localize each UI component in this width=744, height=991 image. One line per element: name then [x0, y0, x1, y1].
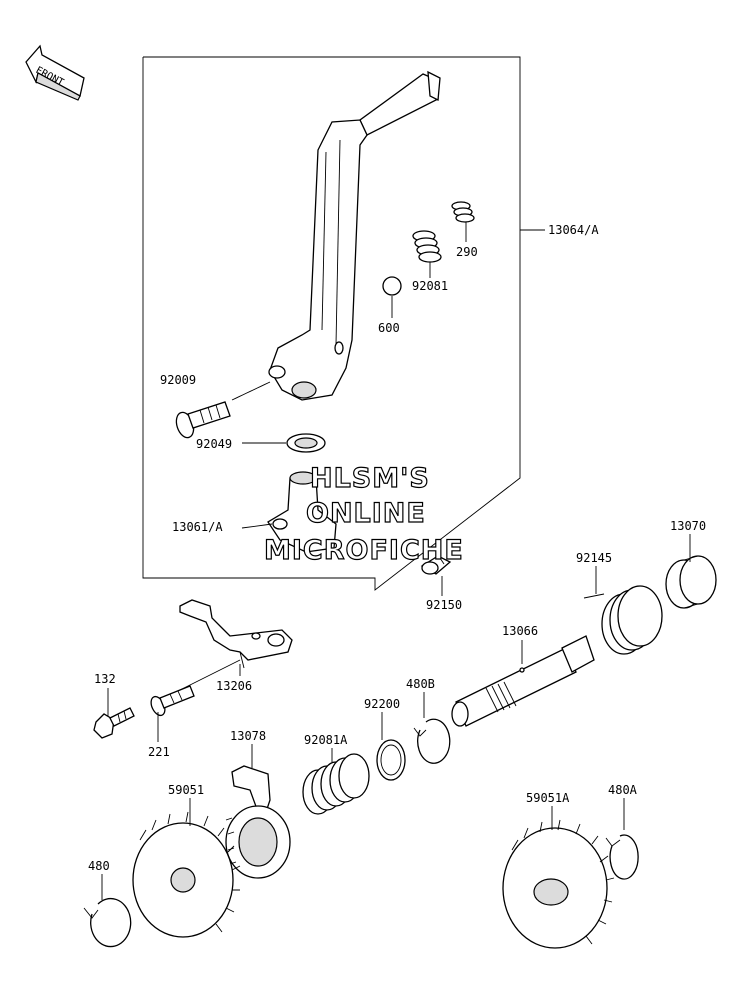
torsion-spring-92145 [583, 585, 663, 655]
callout-92200: 92200 [364, 697, 400, 711]
spring-290 [451, 201, 475, 223]
washer-92200 [376, 739, 406, 781]
callout-480a: 480A [608, 783, 638, 797]
callout-92145: 92145 [576, 551, 612, 565]
kick-shaft-13066 [451, 635, 595, 727]
kick-pedal-arm [268, 70, 441, 401]
watermark-line-1: HLSM'S [310, 463, 430, 494]
kick-boss-13061a [267, 471, 337, 553]
watermark-line-3: MICROFICHE [264, 535, 464, 566]
front-arrow-icon: FRONT [25, 44, 85, 101]
callout-92081: 92081 [412, 279, 448, 293]
callout-labels: 13064/A 290 92081 600 92009 92049 13061/… [88, 223, 706, 873]
ratchet-13078 [225, 765, 291, 879]
gear-59051a [502, 819, 615, 949]
callout-13061a: 13061/A [172, 520, 223, 534]
callout-59051: 59051 [168, 783, 204, 797]
gear-59051 [132, 811, 241, 938]
circlip-480 [83, 897, 132, 948]
bolt-92150 [420, 551, 452, 575]
callout-132: 132 [94, 672, 116, 686]
callout-59051a: 59051A [526, 791, 570, 805]
circlip-480a [605, 834, 639, 880]
callout-480: 480 [88, 859, 110, 873]
watermark: HLSM'S ONLINE MICROFICHE [263, 462, 464, 566]
bolt-92009 [175, 381, 271, 439]
callout-92150: 92150 [426, 598, 462, 612]
assembly-boundary [142, 56, 521, 591]
steel-ball-600 [382, 276, 402, 296]
callout-13064a: 13064/A [548, 223, 599, 237]
callout-92049: 92049 [196, 437, 232, 451]
watermark-line-2: ONLINE [306, 498, 426, 529]
callout-92081a: 92081A [304, 733, 348, 747]
spring-92081a [302, 753, 370, 815]
callout-13078: 13078 [230, 729, 266, 743]
callout-480b: 480B [406, 677, 435, 691]
callout-221: 221 [148, 745, 170, 759]
callout-290: 290 [456, 245, 478, 259]
washer-92049 [286, 433, 326, 453]
callout-600: 600 [378, 321, 400, 335]
callout-92009: 92009 [160, 373, 196, 387]
callout-13066: 13066 [502, 624, 538, 638]
leader-lines [101, 222, 691, 900]
spring-92081 [412, 230, 442, 263]
screw-221 [150, 685, 195, 717]
circlip-480b [413, 718, 451, 764]
callout-13070: 13070 [670, 519, 706, 533]
collar-13070 [665, 555, 717, 609]
callout-13206: 13206 [216, 679, 252, 693]
bolt-132 [93, 707, 135, 739]
